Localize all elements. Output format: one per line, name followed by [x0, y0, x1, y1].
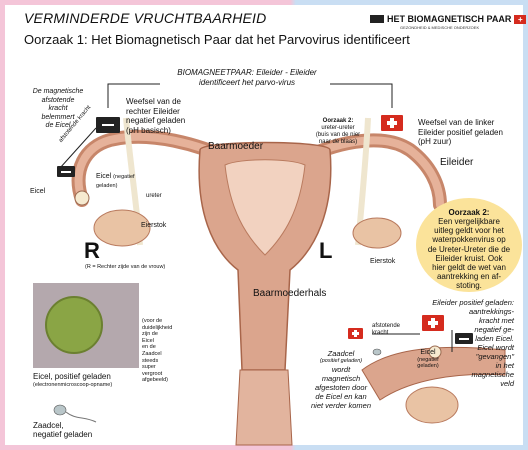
egg-negative-marker	[57, 166, 75, 177]
label-eileider: Eileider	[440, 157, 473, 168]
label-eierstok-left: Eierstok	[141, 222, 166, 231]
label-eierstok-right: Eierstok	[370, 258, 395, 267]
inset-sperm-label: Zaadcel (positief geladen) wordt magneti…	[300, 349, 382, 410]
side-r-note: (R = Rechter zijde van de vrouw)	[85, 264, 165, 270]
egg-note: Eicel (negatief geladen)	[96, 173, 135, 190]
left-tissue-label: Weefsel van de rechter Eileider negatief…	[126, 97, 185, 135]
sperm-cell	[54, 405, 66, 415]
cause2-ureter-label: Oorzaak 2: ureter-ureter (buis van de ni…	[308, 118, 368, 146]
negative-charge-marker	[96, 117, 120, 133]
egg-photo-subcaption: (electronenmicroscoop-opname)	[33, 382, 112, 388]
inset-ovary	[406, 387, 458, 423]
positive-charge-marker	[381, 115, 403, 131]
cause2-bubble: Oorzaak 2: Een vergelijkbare uitleg geld…	[416, 198, 522, 292]
right-tissue-label: Weefsel van de linker Eileider positief …	[418, 118, 503, 147]
egg-cell	[75, 191, 89, 205]
inset-attraction-label: Eileider positief geladen: aantrekkings-…	[408, 298, 514, 388]
cervix	[236, 370, 292, 445]
label-baarmoederhals: Baarmoederhals	[253, 288, 326, 299]
label-baarmoeder: Baarmoeder	[208, 141, 263, 152]
sperm-caption: Zaadcel, negatief geladen	[33, 421, 92, 439]
right-ovary	[353, 218, 401, 248]
inset-repel-label: afstotende kracht	[372, 323, 400, 337]
label-eicel: Eicel	[30, 188, 45, 197]
side-r: R	[84, 238, 100, 264]
pair-label: BIOMAGNEETPAAR: Eileider - Eileider iden…	[172, 68, 322, 87]
egg-photo-caption: Eicel, positief geladen	[33, 372, 111, 381]
inset-positive-marker-left	[348, 328, 363, 339]
side-l: L	[319, 238, 332, 264]
label-ureter: ureter	[146, 193, 162, 199]
egg-micrograph	[46, 297, 102, 353]
scale-note: (voor de duidelijkheid zijn de Eicel en …	[142, 318, 182, 384]
